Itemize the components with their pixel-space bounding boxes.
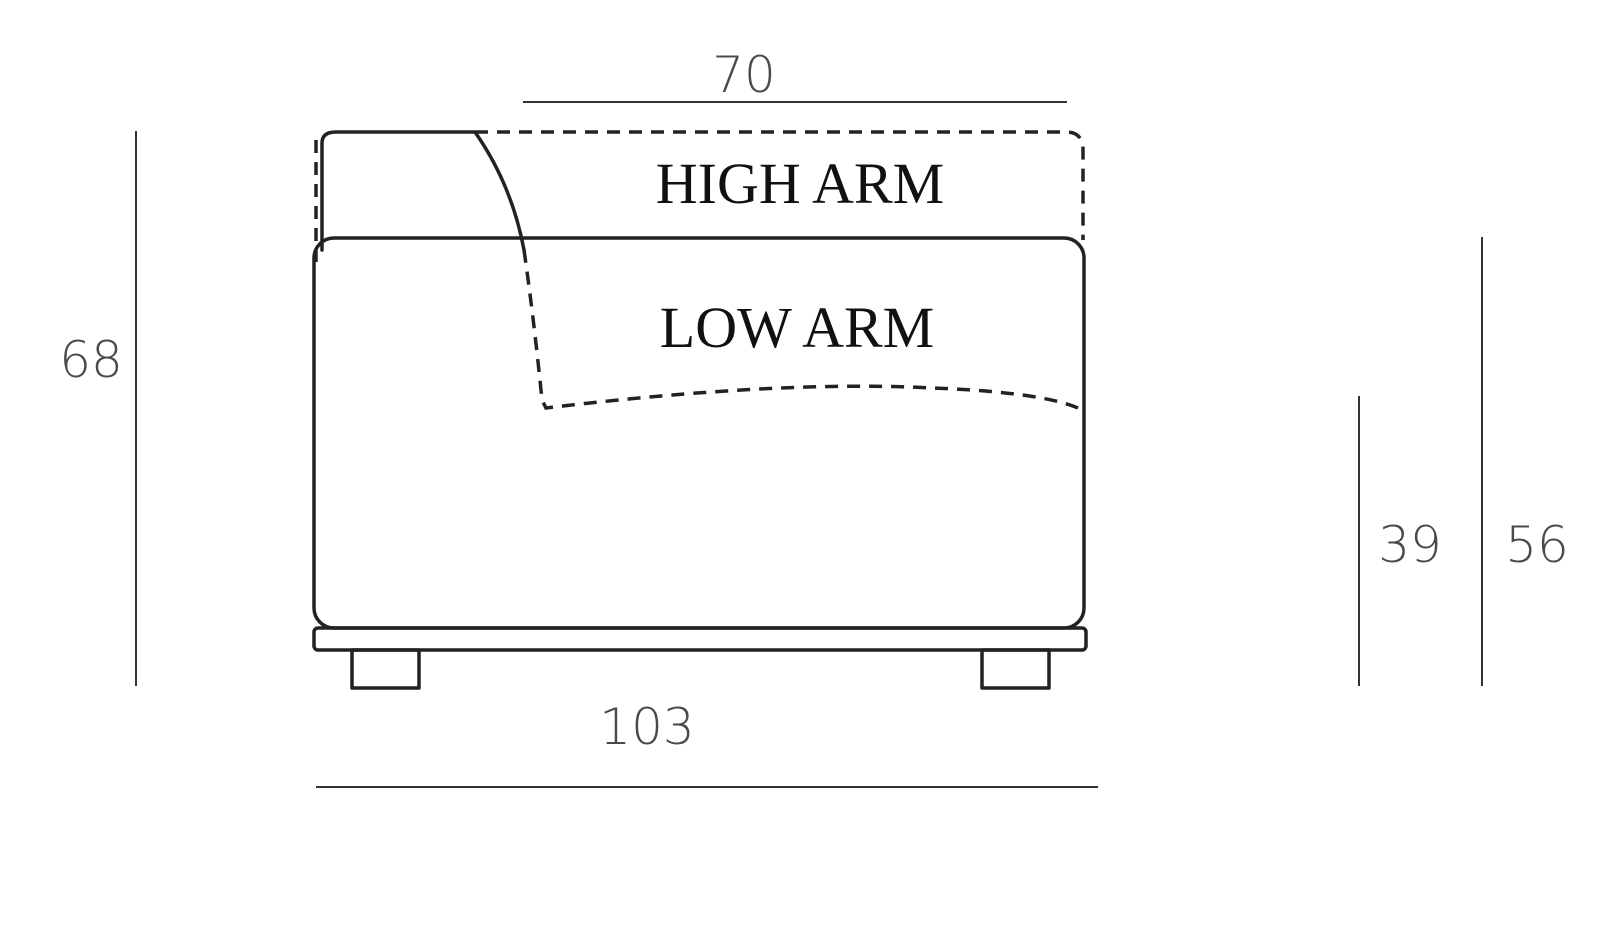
overall-width-value: 103 <box>599 698 694 756</box>
overall-height-value: 68 <box>59 331 123 389</box>
right-foot <box>980 648 1051 690</box>
armrest-profile <box>320 130 526 252</box>
top-width-value: 70 <box>712 46 776 104</box>
seat-height-value: 39 <box>1378 516 1442 574</box>
low-arm-curve <box>522 249 1079 410</box>
left-foot <box>350 648 421 690</box>
high-arm-outline <box>475 130 1085 240</box>
sofa-base <box>312 626 1088 652</box>
low-arm-label: LOW ARM <box>660 295 934 360</box>
high-arm-label: HIGH ARM <box>656 151 944 216</box>
low-arm-height-value: 56 <box>1505 516 1569 574</box>
